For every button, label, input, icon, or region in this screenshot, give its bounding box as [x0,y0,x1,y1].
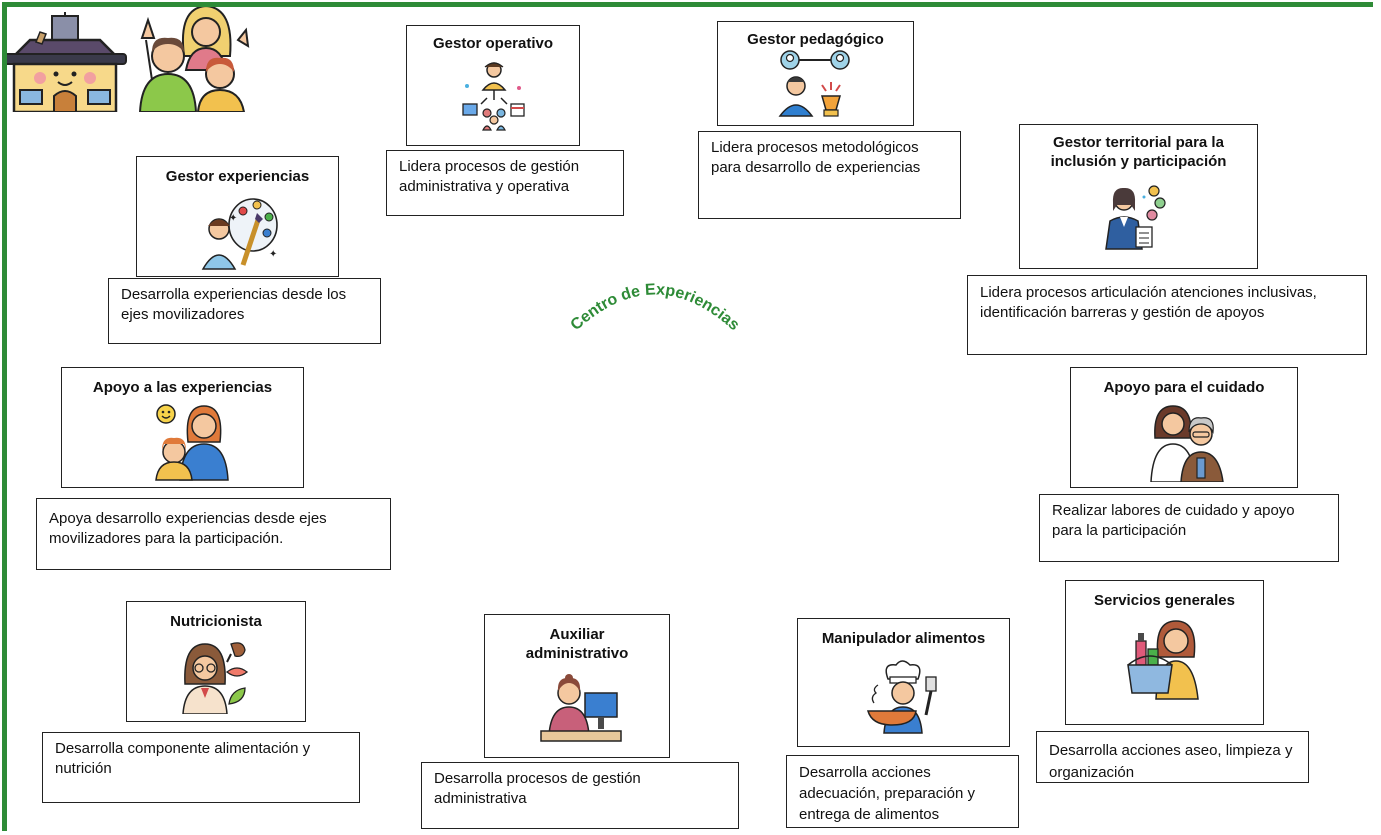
role-title: Gestor experiencias [165,168,310,185]
businesswoman-icon [1105,185,1166,250]
role-apoyo-cuidado: Apoyo para el cuidado [1070,367,1298,488]
svg-text:✦: ✦ [229,213,237,224]
cleaning-supplies-icon [1127,620,1199,700]
role-desc-servicios-generales: Desarrolla acciones aseo, limpieza y org… [1036,731,1309,783]
role-desc-gestor-operativo: Lidera procesos de gestión administrativ… [386,150,624,216]
role-title: Apoyo para el cuidado [1103,379,1265,396]
svg-text:✦: ✦ [269,249,277,260]
role-gestor-territorial: Gestor territorial para la inclusión y p… [1019,124,1258,269]
chef-cooking-icon [867,660,937,734]
role-title: Gestor territorial para la inclusión y p… [1050,134,1227,170]
center-title-arc: Centro de Experiencias [568,281,743,334]
role-desc-apoyo-cuidado: Realizar labores de cuidado y apoyo para… [1039,494,1339,562]
role-gestor-pedagogico: Gestor pedagógico [717,21,914,126]
role-desc-manipulador-alimentos: Desarrolla acciones adecuación, preparac… [786,755,1019,828]
center-title: Centro de Experiencias [568,281,743,334]
role-desc-gestor-experiencias: Desarrolla experiencias desde los ejes m… [108,278,381,344]
role-nutricionista: Nutricionista [126,601,306,722]
role-title: Apoyo a las experiencias [92,379,273,396]
svg-text:Centro de Experiencias: Centro de Experiencias [568,281,743,334]
family-icon [155,404,229,481]
role-title: Gestor pedagógico [747,31,884,48]
role-gestor-experiencias: Gestor experiencias ✦ ✦ [136,156,339,277]
receptionist-computer-icon [540,674,622,742]
role-title: Manipulador alimentos [821,630,986,647]
teacher-connection-icon [778,50,850,117]
artist-palette-icon: ✦ ✦ [201,198,278,270]
role-title: Auxiliar administrativo [525,626,629,662]
role-title: Servicios generales [1094,592,1235,609]
role-desc-apoyo-experiencias: Apoya desarrollo experiencias desde ejes… [36,498,391,570]
role-servicios-generales: Servicios generales [1065,580,1264,725]
role-apoyo-experiencias: Apoyo a las experiencias [61,367,304,488]
role-desc-auxiliar-administrativo: Desarrolla procesos de gestión administr… [421,762,739,829]
role-desc-nutricionista: Desarrolla componente alimentación y nut… [42,732,360,803]
role-desc-gestor-pedagogico: Lidera procesos metodológicos para desar… [698,131,961,219]
role-auxiliar-administrativo: Auxiliar administrativo [484,614,670,758]
caregiver-elder-icon [1150,405,1224,482]
network-people-icon [462,62,525,131]
role-desc-gestor-territorial: Lidera procesos articulación atenciones … [967,275,1367,355]
role-manipulador-alimentos: Manipulador alimentos [797,618,1010,747]
role-gestor-operativo: Gestor operativo [406,25,580,146]
community-people-icon [139,4,250,113]
school-house-icon [3,12,127,114]
nutritionist-food-icon [182,642,249,714]
role-title: Nutricionista [170,613,262,630]
role-title: Gestor operativo [432,35,554,52]
